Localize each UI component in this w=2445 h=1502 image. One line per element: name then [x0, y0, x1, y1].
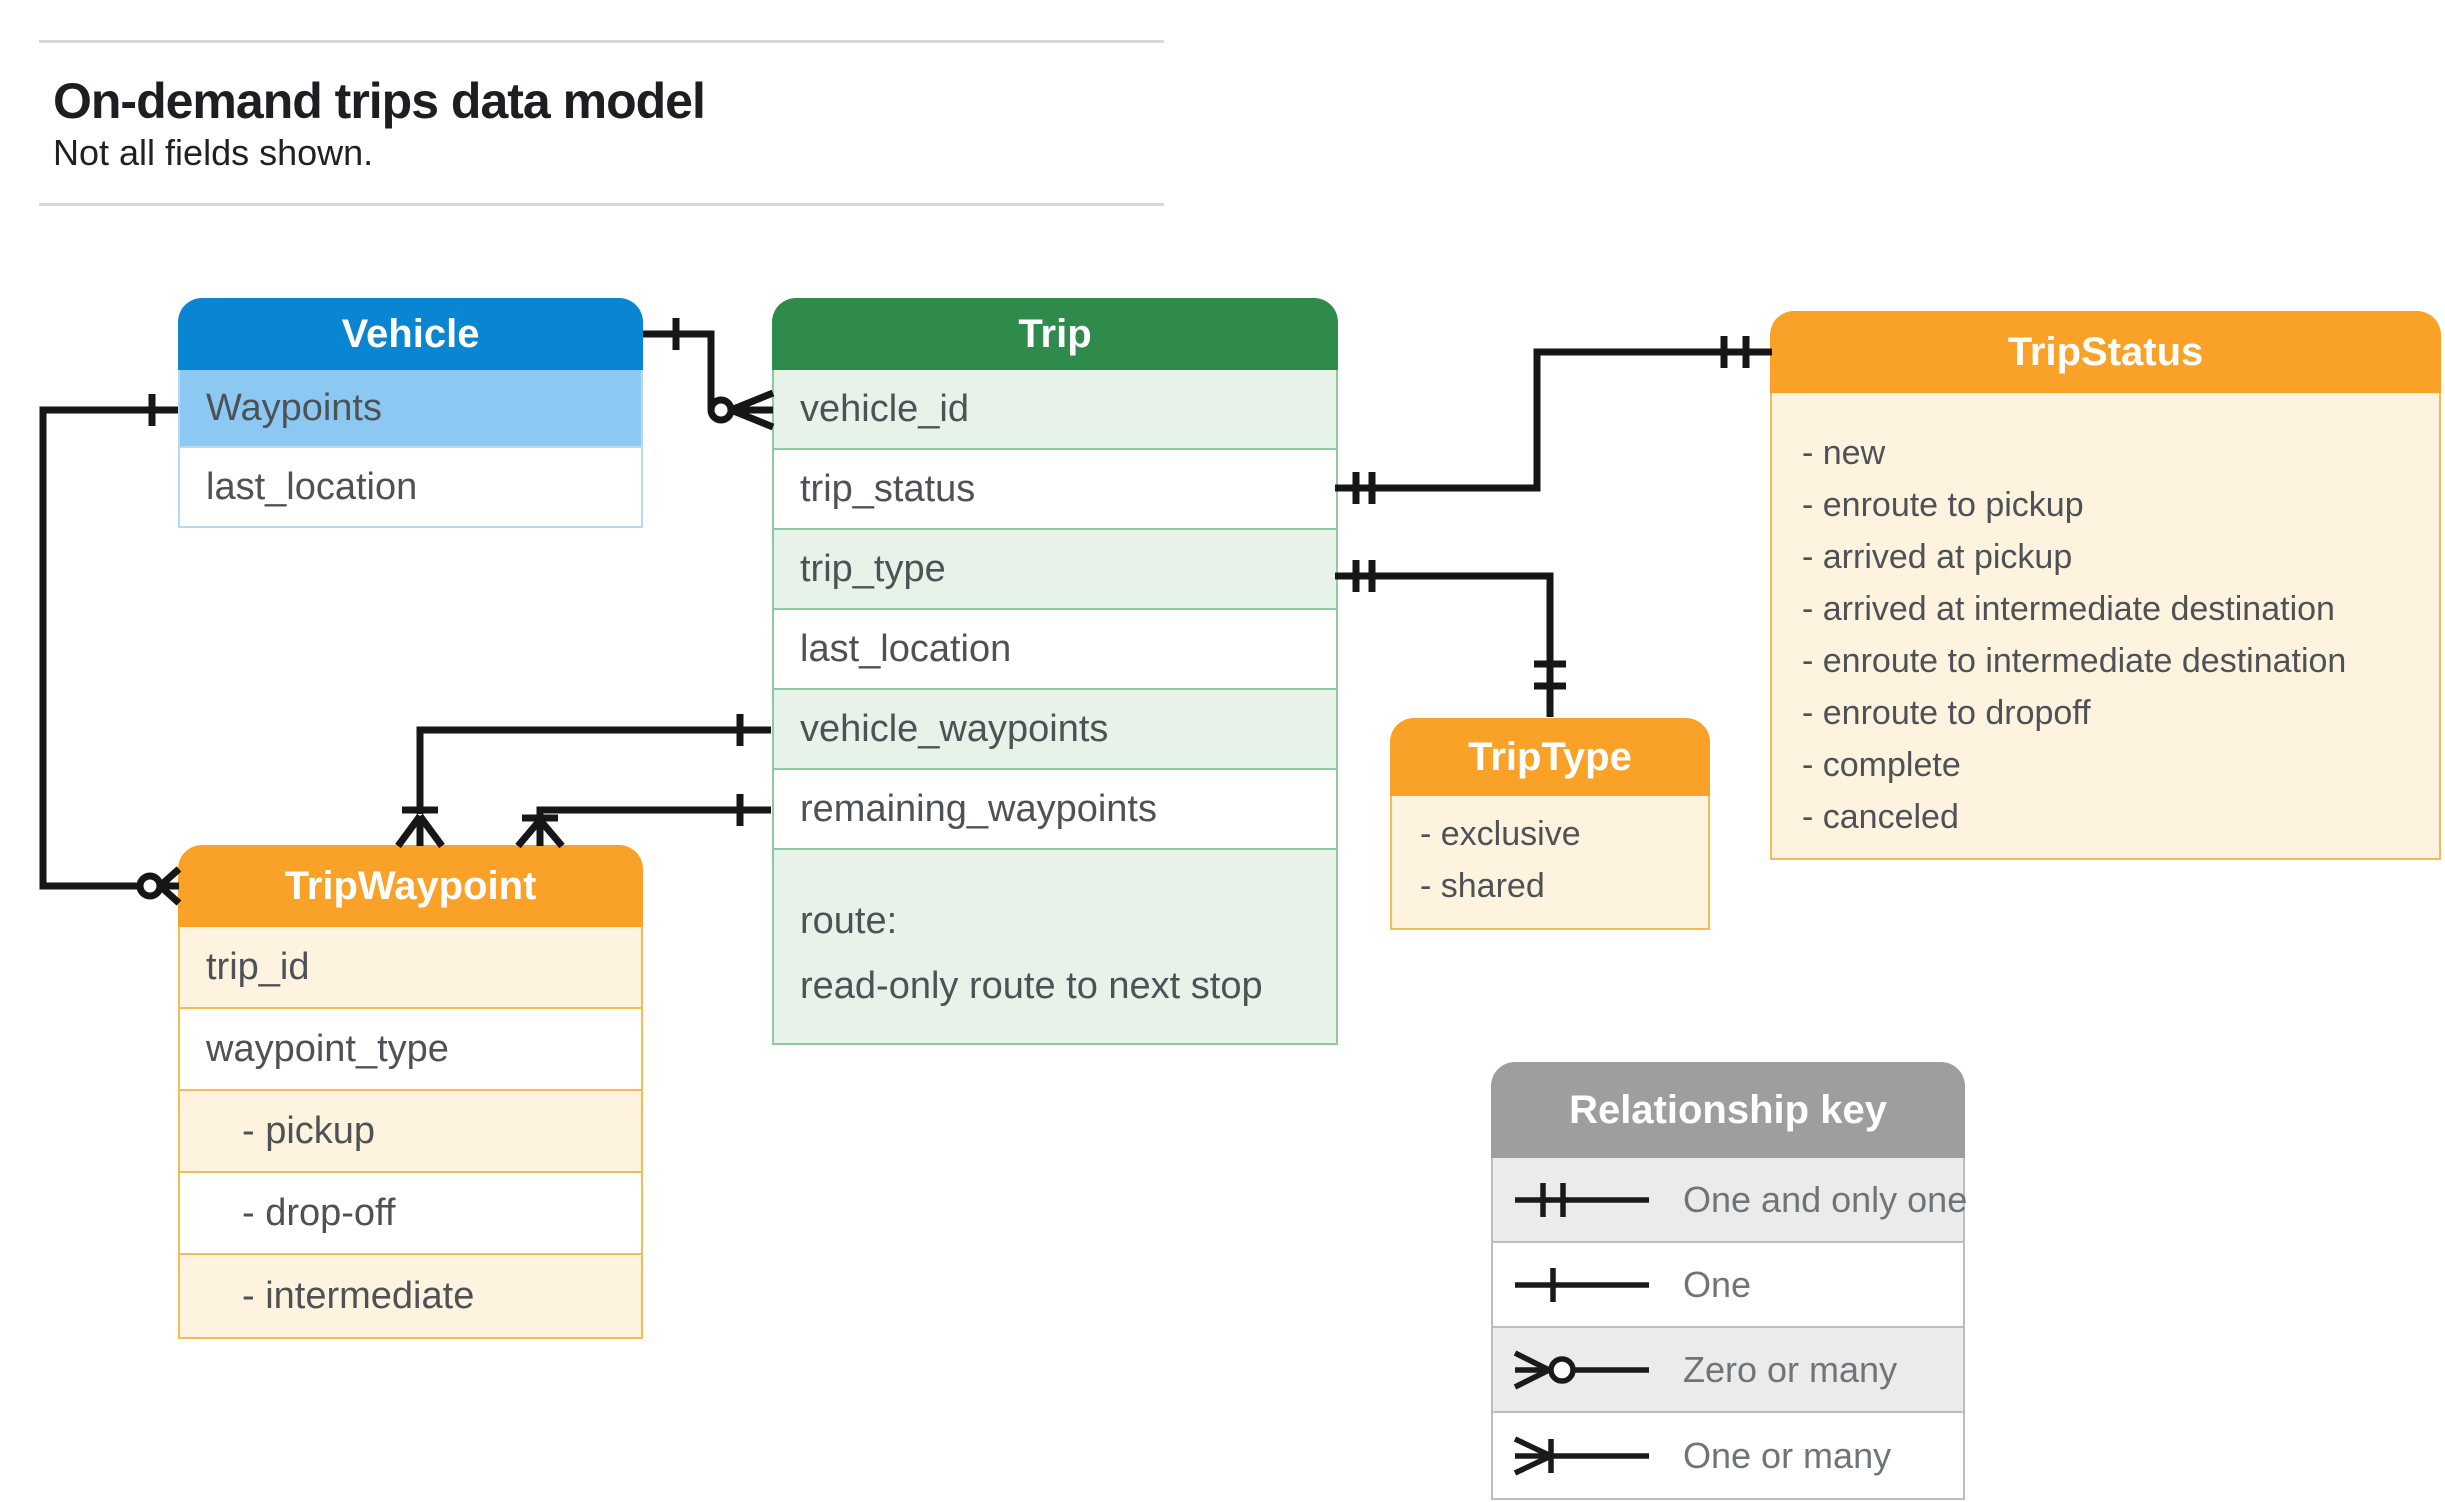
- legend-row: One or many: [1493, 1413, 1963, 1498]
- enum-value: - shared: [1420, 867, 1545, 905]
- enum-value: - enroute to intermediate destination: [1802, 642, 2347, 680]
- field-row: trip_type: [774, 530, 1336, 610]
- field-row: trip_id: [180, 927, 641, 1009]
- entity-vehicle-title: Vehicle: [178, 298, 643, 370]
- enum-value: - canceled: [1802, 798, 1959, 836]
- field-row: last_location: [180, 448, 641, 526]
- divider: [39, 40, 1164, 43]
- rel-vehicle-trip-connector: [643, 318, 775, 431]
- rel-trip-vehicle-waypoints-connector: [395, 714, 771, 849]
- one-or-many-icon: [1513, 1436, 1649, 1475]
- field-row: - pickup: [180, 1091, 641, 1173]
- field-row: route:read-only route to next stop: [774, 850, 1336, 1043]
- page-title: On-demand trips data model: [53, 73, 706, 129]
- entity-tripstatus: TripStatus - new - enroute to pickup - arr…: [1770, 311, 2441, 860]
- enum-value: - arrived at intermediate destination: [1802, 590, 2335, 628]
- enum-value: - complete: [1802, 746, 1961, 784]
- field-row: - drop-off: [180, 1173, 641, 1255]
- entity-triptype-values: - exclusive - shared: [1390, 796, 1710, 930]
- one-and-only-one-icon: [1515, 1182, 1649, 1217]
- relationship-key-title: Relationship key: [1491, 1062, 1965, 1158]
- rel-trip-triptype-connector: [1335, 560, 1566, 717]
- entity-tripstatus-values: - new - enroute to pickup - arrived at pic…: [1770, 393, 2441, 860]
- field-row: vehicle_id: [774, 370, 1336, 450]
- enum-value: - enroute to pickup: [1802, 486, 2084, 524]
- field-row: - intermediate: [180, 1255, 641, 1337]
- legend-label: One: [1683, 1263, 1752, 1305]
- entity-trip-title: Trip: [772, 298, 1338, 370]
- page-subtitle: Not all fields shown.: [53, 132, 374, 173]
- legend-label: Zero or many: [1683, 1348, 1898, 1390]
- field-row: Waypoints: [180, 370, 641, 448]
- entity-triptype: TripType - exclusive - shared: [1390, 718, 1710, 930]
- field-row: remaining_waypoints: [774, 770, 1336, 850]
- legend-label: One or many: [1683, 1434, 1892, 1476]
- field-row: last_location: [774, 610, 1336, 690]
- rel-vehicle-tripwaypoint-connector: [39, 394, 182, 906]
- legend-row: One: [1493, 1243, 1963, 1328]
- entity-tripwaypoint-title: TripWaypoint: [178, 845, 643, 927]
- relationship-key-body: One and only one One Zero or many On: [1491, 1158, 1967, 1500]
- entity-triptype-title: TripType: [1390, 718, 1710, 796]
- field-row: vehicle_waypoints: [774, 690, 1336, 770]
- divider: [39, 203, 1164, 206]
- enum-value: - new: [1802, 434, 1886, 472]
- rel-trip-tripstatus-connector: [1335, 336, 1772, 504]
- legend-row: One and only one: [1493, 1158, 1967, 1243]
- one-icon: [1515, 1267, 1649, 1302]
- rel-trip-remaining-waypoints-connector: [515, 794, 771, 849]
- enum-value: - enroute to dropoff: [1802, 694, 2091, 732]
- enum-value: - arrived at pickup: [1802, 538, 2073, 576]
- zero-or-many-icon: [1513, 1350, 1649, 1389]
- legend-row: Zero or many: [1493, 1328, 1963, 1413]
- enum-value: - exclusive: [1420, 815, 1581, 853]
- field-row: trip_status: [774, 450, 1336, 530]
- relationship-key: Relationship key One and only one One: [1491, 1062, 1967, 1500]
- entity-tripstatus-title: TripStatus: [1770, 311, 2441, 393]
- legend-label: One and only one: [1683, 1178, 1968, 1220]
- field-row: waypoint_type: [180, 1009, 641, 1091]
